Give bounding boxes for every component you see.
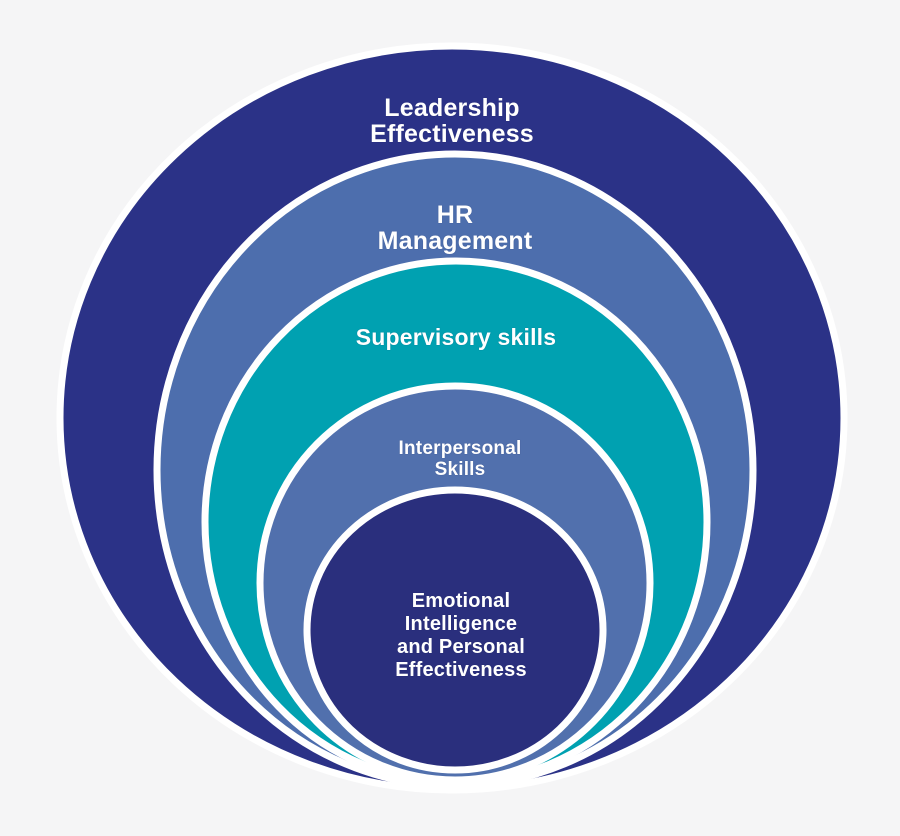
ring-label-interpersonal-skills: Interpersonal Skills [398, 438, 522, 480]
ring-label-leadership-effectiveness: Leadership Effectiveness [370, 94, 534, 148]
ring-label-supervisory-skills: Supervisory skills [355, 324, 557, 350]
ring-label-emotional-intelligence: Emotional Intelligence and Personal Effe… [395, 590, 527, 681]
ring-label-hr-management: HR Management [377, 201, 533, 255]
ring-emotional-intelligence [303, 486, 607, 774]
